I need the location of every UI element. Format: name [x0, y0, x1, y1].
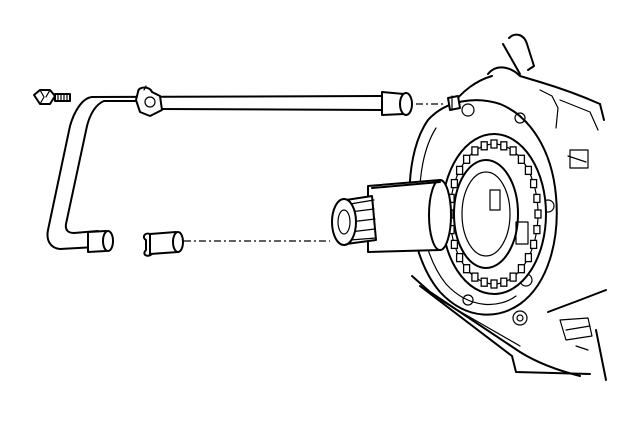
splined-shaft	[331, 179, 452, 253]
converter-tooth	[480, 141, 488, 151]
converter-tooth	[455, 252, 464, 263]
converter-tooth	[517, 154, 526, 164]
converter-tooth	[462, 264, 471, 274]
converter-tooth	[471, 272, 479, 282]
converter-tooth	[500, 141, 508, 151]
converter-tooth	[529, 178, 538, 189]
converter-tooth	[462, 154, 471, 164]
converter-tooth	[450, 178, 459, 189]
pipe-clamp	[135, 85, 163, 117]
converter-tooth	[534, 209, 542, 219]
converter-tooth	[517, 264, 526, 274]
converter-tooth	[533, 224, 541, 235]
converter-tooth	[524, 252, 533, 263]
converter-tooth	[490, 279, 498, 289]
converter-tooth	[524, 165, 533, 176]
converter-tooth	[455, 165, 464, 176]
converter-tooth	[509, 146, 517, 156]
seal-ring	[142, 231, 184, 257]
torque-converter	[441, 133, 547, 295]
converter-tooth	[471, 146, 479, 156]
converter-tooth	[490, 139, 498, 149]
transmission-case	[408, 33, 607, 381]
converter-tooth	[533, 193, 541, 204]
converter-tooth	[529, 239, 538, 250]
converter-tooth	[480, 277, 488, 287]
converter-tooth	[450, 239, 459, 250]
pipe-grommet	[447, 95, 461, 111]
converter-tooth	[509, 272, 517, 282]
converter-tooth	[500, 277, 508, 287]
bolt	[33, 89, 71, 105]
alignment-lines	[184, 103, 446, 242]
